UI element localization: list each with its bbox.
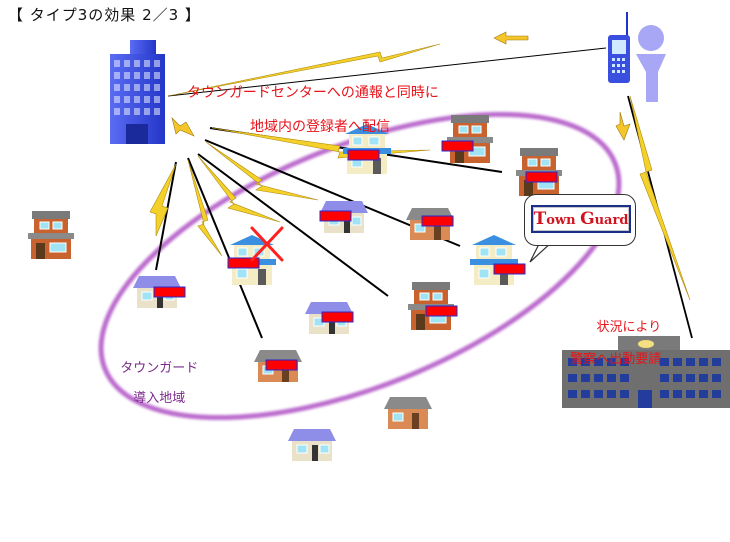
police-station-icon [562,336,730,408]
area-line-2: 導入地域 [133,391,186,406]
slide-title: 【 タイプ3の効果 2／3 】 [8,6,201,24]
line-to-house-lower [187,157,263,339]
police-line-2: 警察へ出動要請 [570,352,662,367]
police-line-1: 状況により [596,320,662,335]
town-guard-bubble: Town Guard [524,194,636,246]
person-icon [636,25,666,102]
coverage-area-ring [98,111,622,421]
line-to-house-mid [197,153,389,297]
town-guard-logo: Town Guard [531,205,631,233]
area-caption: タウンガード 導入地域 [112,346,198,406]
lightning-icon [149,43,691,301]
cross-mark-icon [250,226,284,262]
notice-line-1: タウンガードセンターへの通報と同時に [186,85,439,101]
arrow-icon [171,31,631,141]
line-to-house-left [155,161,177,271]
alert-flag-icon [153,140,558,371]
notice-caption: タウンガードセンターへの通報と同時に 地域内の登録者へ配信 [178,68,439,153]
mobile-phone-icon [608,12,630,83]
center-building-icon [110,40,165,144]
police-caption: 状況により 警察へ出動要請 [562,288,661,368]
notice-line-2: 地域内の登録者へ配信 [250,119,390,135]
line-phone-to-center [167,47,607,97]
area-line-1: タウンガード [120,361,199,376]
